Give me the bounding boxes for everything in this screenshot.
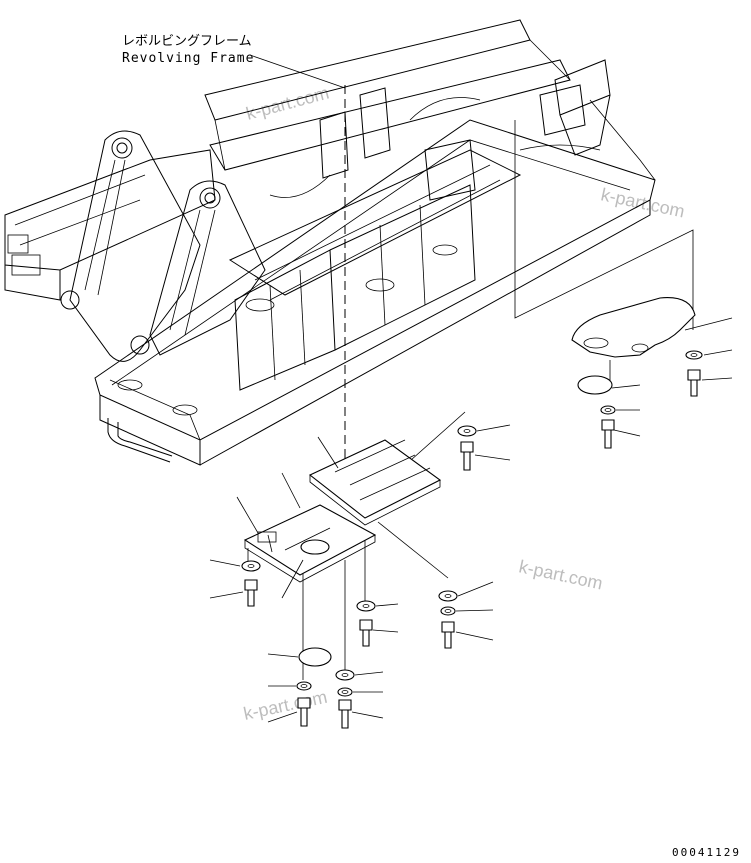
bolt [441,621,455,649]
undercover-plate-upper [308,439,442,526]
title-english: Revolving Frame [122,51,254,66]
undercover-plate-rear [571,297,696,358]
bolt [460,441,474,471]
callout-lines [209,317,733,723]
bolt [297,697,311,727]
cover-lower [298,647,332,667]
washer [296,681,312,691]
bolt [244,579,258,607]
washers [241,350,703,697]
washer [457,425,477,437]
washer [337,687,353,697]
cover-rear [577,375,613,395]
washer [685,350,703,360]
watermark-3: k-part.com [517,556,604,593]
washer [440,606,456,616]
undercover-plate-lower [243,504,377,583]
washer [335,669,355,681]
washer [438,590,458,602]
bolts [244,369,701,729]
title-leader-line [249,54,346,89]
bolt [359,619,373,647]
washer [356,600,376,612]
bolt [338,699,352,729]
title-japanese: レボルビングフレーム [122,34,252,49]
bolt [601,419,615,449]
washer [241,560,261,572]
drawing-number: 00041129 [672,846,741,859]
watermark-4: k-part.com [242,687,329,724]
revolving-frame [4,19,656,466]
washer [600,405,616,415]
watermark-1: k-part.com [244,83,331,124]
bolt [687,369,701,397]
watermark-2: k-part.com [599,184,686,221]
